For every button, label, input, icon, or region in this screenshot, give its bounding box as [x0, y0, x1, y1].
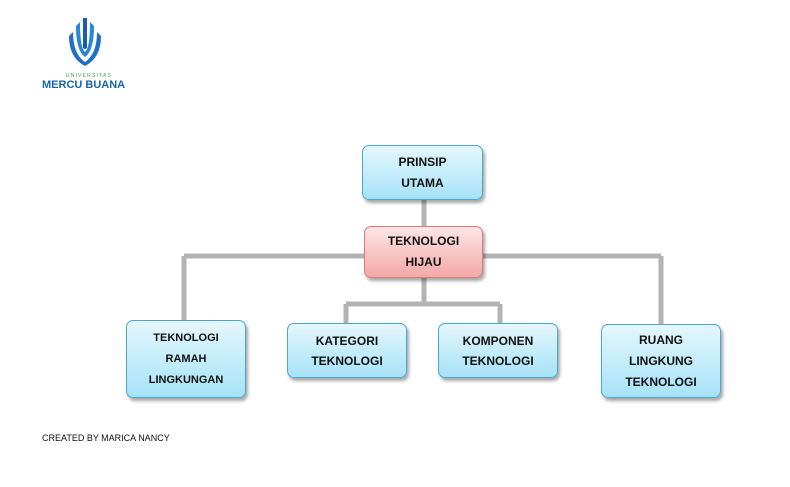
node-ruang-lingkung-teknologi-label: RUANG LINGKUNG TEKNOLOGI	[625, 332, 697, 389]
node-kategori-teknologi-label: KATEGORI TEKNOLOGI	[311, 333, 383, 368]
node-teknologi-hijau-label: TEKNOLOGI HIJAU	[387, 234, 460, 269]
node-teknologi-ramah-lingkungan[interactable]: TEKNOLOGI RAMAH LINGKUNGAN	[126, 320, 246, 398]
node-prinsip-utama[interactable]: PRINSIP UTAMA	[362, 145, 483, 200]
node-komponen-teknologi[interactable]: KOMPONEN TEKNOLOGI	[438, 323, 558, 378]
credit-text: CREATED BY MARICA NANCY	[42, 433, 170, 443]
node-ruang-lingkung-teknologi[interactable]: RUANG LINGKUNG TEKNOLOGI	[601, 324, 721, 398]
logo-subtitle: UNIVERSITAS	[65, 73, 113, 79]
university-logo: UNIVERSITAS MERCU BUANA	[40, 18, 130, 96]
node-prinsip-utama-label: PRINSIP UTAMA	[398, 154, 447, 190]
node-komponen-teknologi-label: KOMPONEN TEKNOLOGI	[462, 333, 534, 368]
mercu-buana-emblem-icon	[69, 18, 101, 66]
node-kategori-teknologi[interactable]: KATEGORI TEKNOLOGI	[287, 323, 407, 378]
logo-name: MERCU BUANA	[42, 79, 126, 91]
node-teknologi-hijau[interactable]: TEKNOLOGI HIJAU	[364, 226, 483, 278]
node-teknologi-ramah-lingkungan-label: TEKNOLOGI RAMAH LINGKUNGAN	[148, 331, 224, 386]
